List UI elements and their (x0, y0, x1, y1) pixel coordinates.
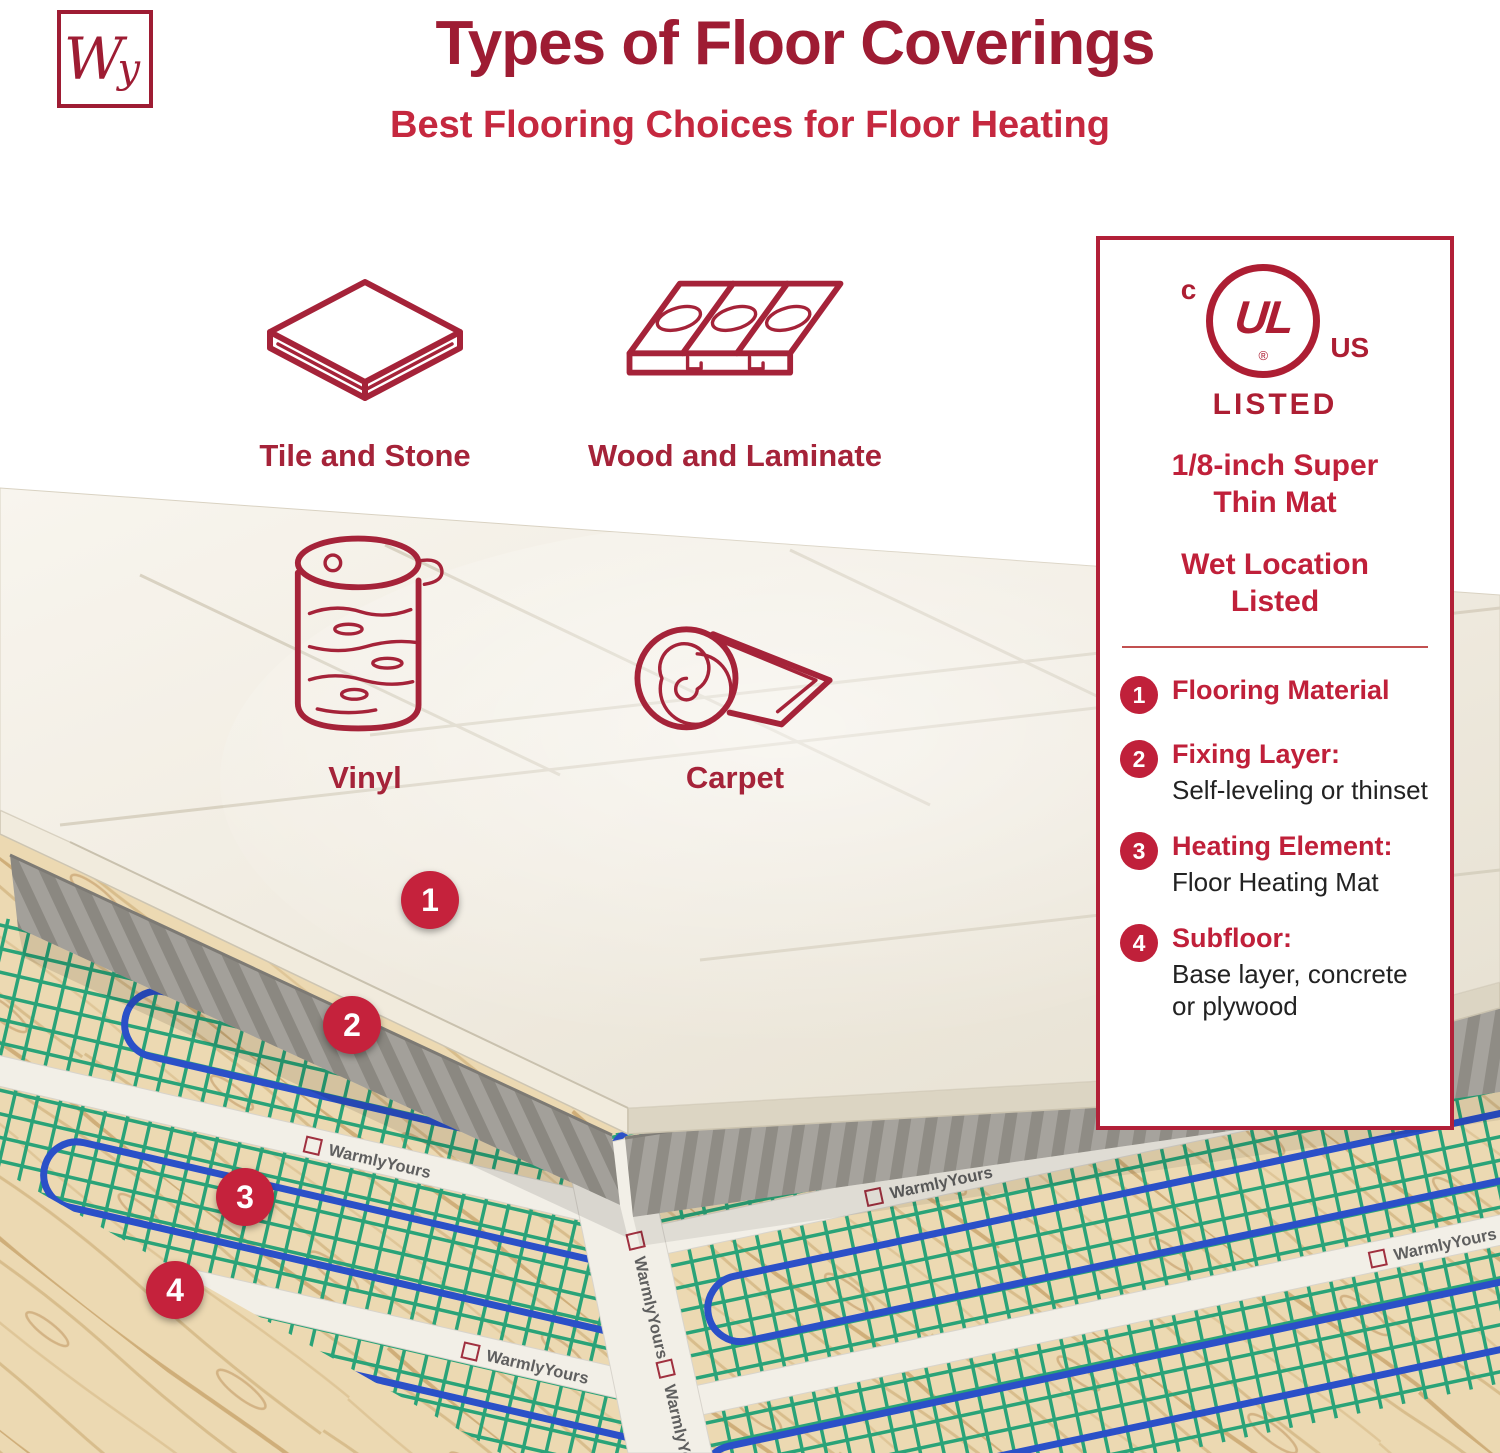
tile-and-stone-icon (258, 272, 473, 422)
type-label-wood-laminate: Wood and Laminate (588, 438, 882, 473)
diagram-marker-2: 2 (323, 996, 381, 1054)
ul-certification-mark: c UL ® US (1116, 264, 1434, 378)
carpet-roll-icon (619, 592, 851, 744)
ul-mark-us: US (1330, 332, 1370, 363)
legend-desc-2: Self-leveling or thinset (1172, 774, 1428, 805)
legend-badge-3: 3 (1120, 832, 1158, 871)
flooring-type-tile-stone: Tile and Stone (190, 272, 540, 474)
layer-legend: 1 Flooring Material 2 Fixing Layer: Self… (1116, 674, 1434, 1022)
brand-logo-y: y (117, 46, 141, 92)
legend-badge-2: 2 (1120, 740, 1158, 779)
page-subtitle: Best Flooring Choices for Floor Heating (390, 104, 1110, 146)
legend-item-fixing-layer: 2 Fixing Layer: Self-leveling or thinset (1120, 738, 1430, 806)
ul-listed-label: LISTED (1212, 388, 1338, 421)
legend-item-flooring: 1 Flooring Material (1120, 674, 1430, 715)
ul-mark-letters: UL (1231, 291, 1295, 343)
legend-item-heating-element: 3 Heating Element: Floor Heating Mat (1120, 830, 1430, 898)
type-label-vinyl: Vinyl (328, 760, 402, 795)
wood-and-laminate-icon (614, 272, 856, 422)
vinyl-roll-icon (270, 522, 460, 744)
registered-trademark-symbol: ® (1258, 348, 1269, 363)
legend-title-4: Subfloor: (1172, 923, 1292, 954)
brand-logo-w: W (63, 25, 124, 93)
type-label-tile-stone: Tile and Stone (259, 438, 471, 473)
mat-edge-strip: WarmlyYours WarmlyYours (565, 1134, 713, 1453)
flooring-type-wood-laminate: Wood and Laminate (560, 272, 910, 474)
type-label-carpet: Carpet (685, 760, 785, 795)
legend-badge-1: 1 (1120, 676, 1158, 715)
diagram-marker-3: 3 (216, 1168, 274, 1226)
flooring-type-vinyl: Vinyl (190, 522, 540, 796)
legend-desc-4: Base layer, concrete or plywood (1172, 958, 1408, 1022)
legend-title-3: Heating Element: (1172, 831, 1393, 862)
feature-wet-location: Wet Location Listed (1181, 548, 1369, 618)
page-title: Types of Floor Coverings (435, 9, 1156, 78)
feature-thin-mat: 1/8-inch Super Thin Mat (1171, 449, 1379, 519)
legend-badge-4: 4 (1120, 924, 1158, 963)
brand-logo: W y (57, 10, 153, 108)
legend-title-2: Fixing Layer: (1172, 739, 1341, 770)
legend-item-subfloor: 4 Subfloor: Base layer, concrete or plyw… (1120, 922, 1430, 1022)
ul-mark-circle: UL ® (1206, 264, 1321, 378)
panel-divider (1122, 646, 1428, 649)
diagram-marker-4: 4 (146, 1261, 204, 1319)
flooring-type-carpet: Carpet (560, 522, 910, 796)
thinset-layer-left (9, 853, 620, 1205)
ul-mark-c: c (1180, 274, 1197, 305)
diagram-marker-1: 1 (401, 871, 459, 929)
info-panel: c UL ® US LISTED 1/8-inch Super Thin Mat… (1096, 236, 1454, 1130)
flooring-types-grid: Tile and Stone Wood and Laminate (190, 272, 910, 796)
legend-desc-3: Floor Heating Mat (1172, 866, 1379, 897)
legend-title-1: Flooring Material (1172, 675, 1390, 706)
